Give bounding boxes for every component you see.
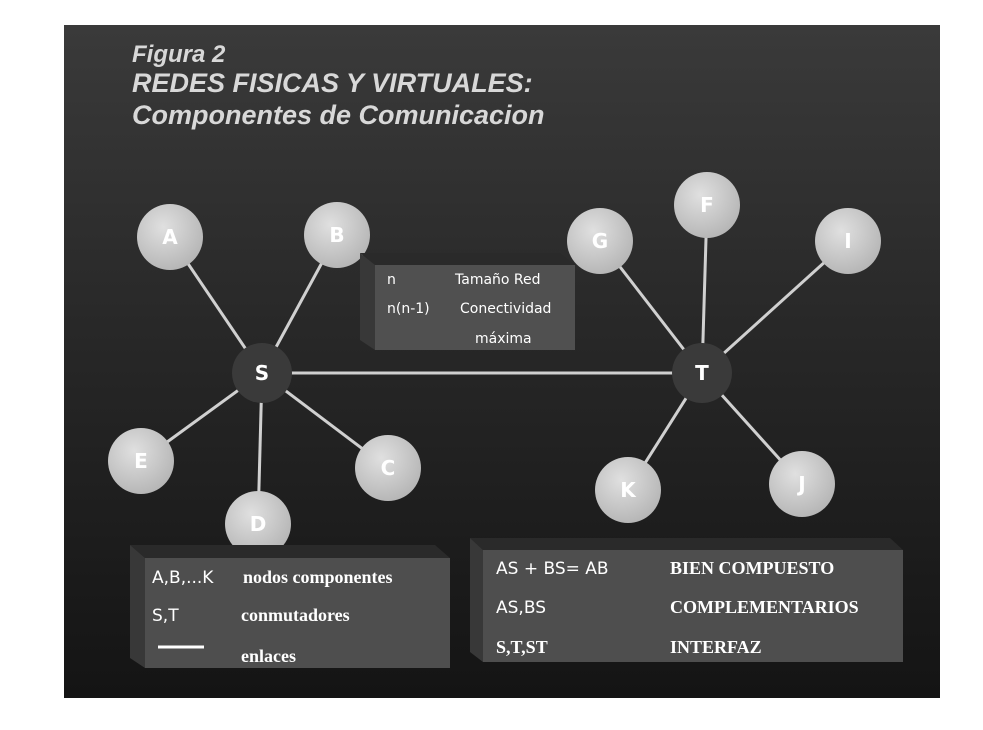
node-F: F [674, 172, 740, 238]
node-label: C [381, 456, 396, 480]
node-J: J [769, 451, 835, 517]
info-box: n Tamaño Red n(n-1) Conectividad máxima [360, 253, 575, 350]
legend-text-complementary: COMPLEMENTARIOS [670, 597, 859, 617]
node-label: I [844, 229, 851, 253]
node-E: E [108, 428, 174, 494]
node-circle [108, 428, 174, 494]
legend-right: AS + BS= AB BIEN COMPUESTO AS,BS COMPLEM… [470, 538, 903, 662]
legend-text-nodes: nodos componentes [243, 567, 393, 587]
node-C: C [355, 435, 421, 501]
info-text-size: Tamaño Red [454, 272, 541, 288]
nodes: A B E C D G F I K J S T [108, 172, 881, 557]
node-circle [567, 208, 633, 274]
legend-symbol-interface: S,T,ST [496, 637, 548, 657]
legend-symbol-composite: AS + BS= AB [496, 559, 609, 579]
node-K: K [595, 457, 661, 523]
node-circle [355, 435, 421, 501]
node-label: A [162, 225, 178, 249]
info-symbol-n: n [387, 272, 396, 288]
node-circle [304, 202, 370, 268]
node-circle [232, 343, 292, 403]
legend-text-composite: BIEN COMPUESTO [670, 558, 834, 578]
legend-symbol-complementary: AS,BS [496, 598, 546, 618]
node-circle [595, 457, 661, 523]
node-G: G [567, 208, 633, 274]
node-label: K [620, 478, 637, 502]
figure-title: REDES FISICAS Y VIRTUALES: [132, 68, 533, 98]
legend-text-switches: conmutadores [241, 605, 350, 625]
node-circle [672, 343, 732, 403]
node-label: F [700, 193, 714, 217]
node-label: G [592, 229, 608, 253]
legend-text-links: enlaces [241, 646, 296, 666]
node-circle [225, 491, 291, 557]
node-label: B [329, 223, 344, 247]
figure-subtitle: Componentes de Comunicacion [132, 100, 545, 130]
switch-node-T: T [672, 343, 732, 403]
node-circle [815, 208, 881, 274]
legend-symbol-nodes: A,B,...K [152, 568, 214, 588]
node-I: I [815, 208, 881, 274]
node-circle [674, 172, 740, 238]
node-D: D [225, 491, 291, 557]
switch-node-S: S [232, 343, 292, 403]
info-text-connectivity: Conectividad [460, 301, 551, 317]
info-symbol-nn1: n(n-1) [387, 301, 430, 317]
node-B: B [304, 202, 370, 268]
figure-label: Figura 2 [132, 41, 226, 68]
legend-left: A,B,...K nodos componentes S,T conmutado… [130, 545, 450, 668]
legend-symbol-switches: S,T [152, 606, 179, 626]
node-circle [137, 204, 203, 270]
node-circle [769, 451, 835, 517]
node-label: S [255, 361, 269, 385]
node-A: A [137, 204, 203, 270]
legend-text-interface: INTERFAZ [670, 637, 762, 657]
node-label: E [134, 449, 148, 473]
node-label: T [695, 361, 709, 385]
info-text-maxima: máxima [475, 331, 532, 347]
node-label: D [250, 512, 267, 536]
node-label: J [796, 472, 805, 496]
